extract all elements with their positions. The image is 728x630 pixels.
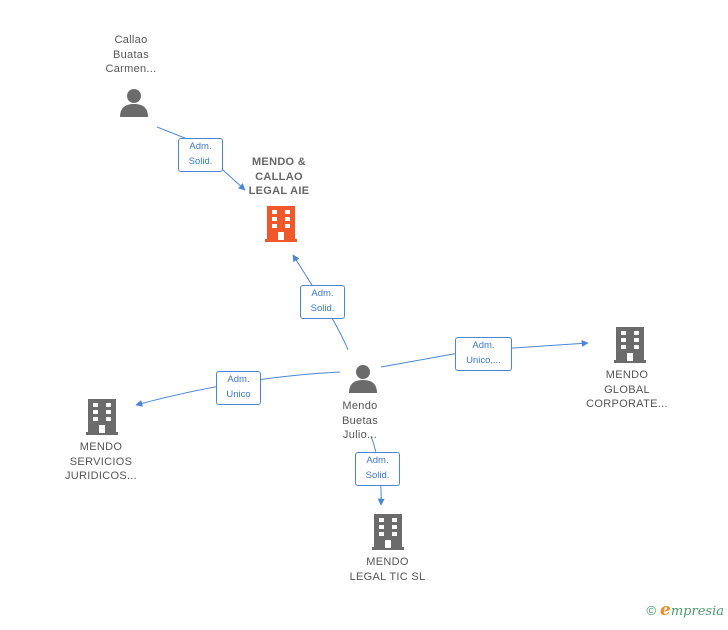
person-icon[interactable] [119, 87, 149, 117]
node-label-mendo-julio[interactable]: Mendo Buetas Julio... [341, 400, 379, 441]
edge-label-callao-to-aie[interactable]: Adm. Solid. [178, 138, 223, 172]
node-label-global[interactable]: MENDO GLOBAL CORPORATE... [586, 369, 668, 410]
node-label-callao[interactable]: Callao Buatas Carmen... [105, 34, 157, 75]
edge-label-julio-to-aie[interactable]: Adm. Solid. [300, 285, 345, 319]
building-icon[interactable] [614, 327, 646, 363]
node-label-servicios[interactable]: MENDO SERVICIOS JURIDICOS... [64, 441, 138, 482]
edge-label-julio-to-servicios[interactable]: Adm. Unico [216, 371, 261, 405]
brand-footer: © empresia [646, 600, 724, 620]
building-icon[interactable] [265, 206, 297, 242]
node-label-legal-tic[interactable]: MENDO LEGAL TIC SL [349, 556, 426, 583]
edge-label-julio-to-tic[interactable]: Adm. Solid. [355, 452, 400, 486]
building-icon[interactable] [372, 514, 404, 550]
copyright-icon: © [646, 602, 657, 618]
brand-logo: empresia [660, 600, 724, 620]
building-icon[interactable] [86, 399, 118, 435]
person-icon[interactable] [348, 363, 378, 393]
edge-label-julio-to-global[interactable]: Adm. Unico,... [455, 337, 512, 371]
node-label-mendo-callao[interactable]: MENDO & CALLAO LEGAL AIE [248, 156, 310, 197]
